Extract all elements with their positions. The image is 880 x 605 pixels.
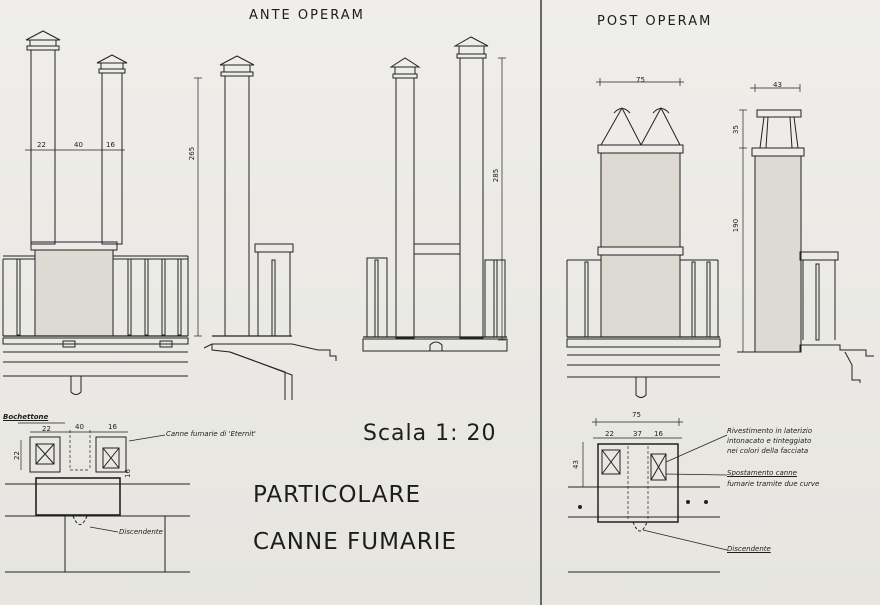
ante-plan [5, 422, 190, 573]
ante-dim-width-3: 16 [106, 141, 115, 149]
post-plan-dim-2: 37 [633, 430, 642, 438]
post-elevation-front [566, 78, 721, 398]
post-dim-height-main: 190 [732, 218, 741, 233]
post-elevation-side [737, 84, 874, 383]
ante-dim-width-2: 40 [74, 141, 83, 149]
ante-plan-dim-4: 22 [12, 451, 21, 460]
post-plan-dim-width: 75 [632, 411, 641, 419]
post-dim-width-side: 43 [773, 81, 782, 89]
bochettone-label: Bochettone [3, 413, 49, 421]
post-plan-dim-3: 16 [654, 430, 663, 438]
ante-dim-height-b: 285 [492, 168, 501, 183]
ante-plan-dim-3: 16 [108, 423, 117, 431]
ante-plan-dim-1: 22 [42, 425, 51, 433]
rivestimento-label-3: nei colori della facciata [727, 447, 809, 455]
rivestimento-label-2: intonacato e tinteggiato [727, 437, 812, 445]
post-dim-height-top: 35 [731, 125, 740, 134]
ante-elevation-front [2, 30, 189, 395]
ante-plan-dim-5: 16 [123, 469, 132, 478]
title-line-2: CANNE FUMARIE [253, 529, 457, 555]
scale-label: Scala 1: 20 [363, 421, 497, 446]
ante-elevation-side [194, 55, 337, 400]
canne-eternit-label: Canne fumarie di 'Eternit' [166, 430, 256, 438]
title-line-1: PARTICOLARE [253, 482, 422, 508]
ante-elevation-rear [362, 36, 508, 352]
ante-dim-width-1: 22 [37, 141, 46, 149]
discendente-ante-label: Discendente [119, 528, 163, 536]
ante-dim-height-a: 265 [188, 146, 197, 161]
post-operam-heading: POST OPERAM [597, 14, 713, 29]
post-dim-width-top: 75 [636, 76, 645, 84]
discendente-post-label: Discendente [727, 545, 771, 553]
post-plan [568, 418, 728, 573]
rivestimento-label-1: Rivestimento in laterizio [727, 427, 813, 435]
post-plan-dim-1: 22 [605, 430, 614, 438]
ante-operam-heading: ANTE OPERAM [249, 8, 365, 23]
post-plan-dim-4: 43 [571, 460, 580, 469]
ante-plan-dim-2: 40 [75, 423, 84, 431]
spostamento-label-2: fumarie tramite due curve [727, 480, 820, 488]
spostamento-label-1: Spostamento canne [727, 469, 797, 477]
